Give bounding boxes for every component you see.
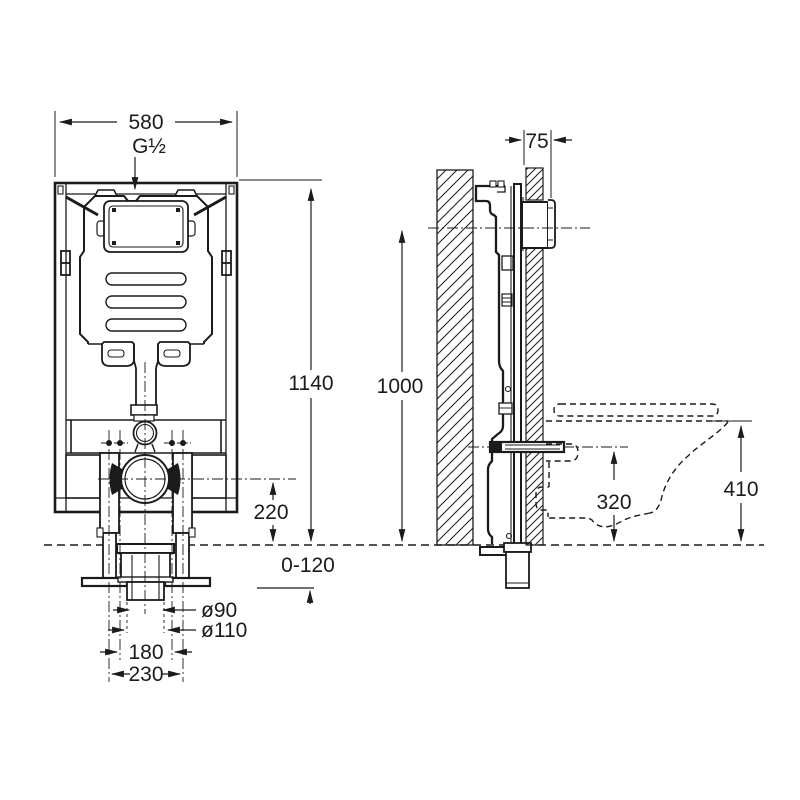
fixing-bolt (488, 440, 566, 454)
dim-floor-adjustment: 0-120 (281, 554, 335, 577)
cistern-tank-front (60, 189, 232, 405)
outlet-pipe-front (116, 543, 175, 601)
side-view (428, 167, 729, 589)
front-view (53, 181, 296, 682)
frame-braces (65, 195, 227, 217)
flush-pipe (133, 344, 159, 405)
dim-frame-depth: 75 (525, 130, 548, 153)
side-dimensions: 75 1000 320 410 (377, 130, 759, 543)
dim-rim-height: 410 (723, 478, 758, 501)
frame-screw-right (228, 185, 235, 195)
flush-plate (521, 197, 556, 251)
dim-overall-height: 1140 (288, 372, 333, 395)
access-window-inner (108, 205, 184, 248)
dim-pipe-outer: ø110 (201, 619, 247, 642)
frame-screw-left (57, 185, 64, 195)
dim-width-top: 580 (128, 111, 163, 134)
cistern-tank-side (474, 180, 514, 544)
frame-upright-side (513, 183, 522, 549)
access-window-dots (112, 208, 180, 245)
tank-clamps (60, 250, 232, 276)
fixing-bolt-holes (106, 440, 186, 446)
wall-section (436, 169, 474, 546)
clamp-wing-left (109, 463, 122, 495)
wc-bowl-outline (535, 403, 729, 528)
front-dimensions: 580 G½ 1140 220 0-120 ø90 ø110 180 230 (54, 111, 335, 686)
finished-wall-lower (525, 247, 544, 546)
dim-water-inlet: G½ (132, 135, 166, 158)
dim-pipe-inner: ø90 (201, 599, 237, 622)
access-window-outer (103, 200, 189, 253)
dim-outlet-center: 220 (253, 501, 288, 524)
dim-plate-center-height: 1000 (377, 375, 424, 398)
outlet-pipe-side (479, 542, 532, 589)
dim-fixing-inner: 180 (128, 641, 163, 664)
dim-fixing-height: 320 (596, 491, 631, 514)
frame-inner-lines (55, 183, 237, 512)
finished-wall-upper (525, 167, 544, 201)
dim-fixing-outer: 230 (128, 663, 163, 686)
